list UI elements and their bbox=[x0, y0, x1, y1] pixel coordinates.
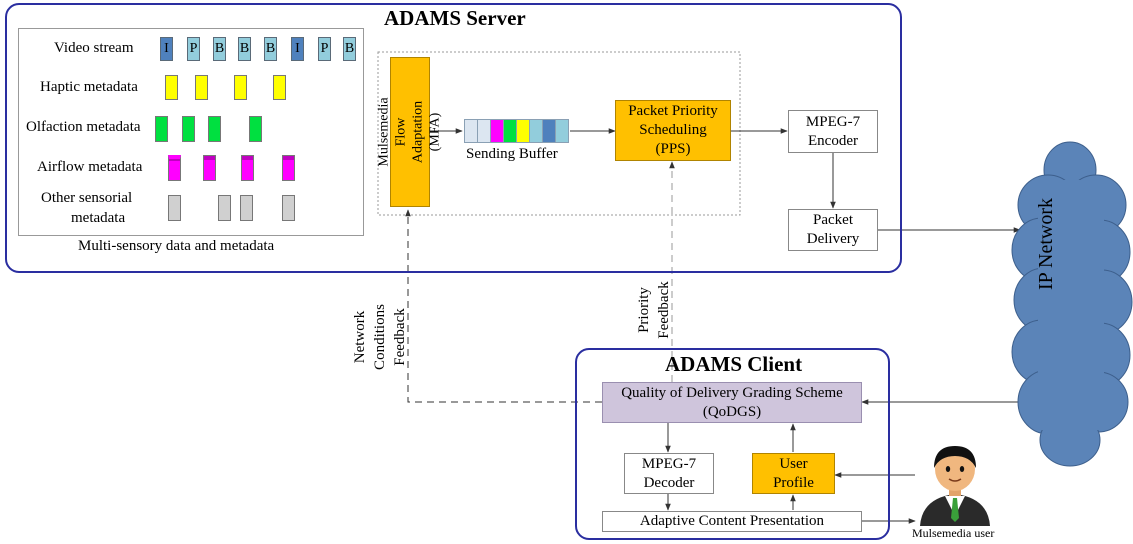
buffer-cell bbox=[464, 119, 478, 143]
sending-buffer-label: Sending Buffer bbox=[466, 146, 558, 162]
airflow-block bbox=[168, 155, 181, 181]
priority-feedback-label: Priority Feedback bbox=[634, 270, 674, 350]
mpeg7-encoder-box: MPEG-7 Encoder bbox=[788, 110, 878, 153]
client-frame bbox=[575, 348, 890, 540]
row-label-haptic: Haptic metadata bbox=[40, 79, 138, 95]
encoder-line-1: MPEG-7 bbox=[805, 113, 861, 130]
qodgs-box: Quality of Delivery Grading Scheme (QoDG… bbox=[602, 382, 862, 423]
pf-line-2: Feedback bbox=[656, 281, 672, 339]
mpeg7-decoder-box: MPEG-7 Decoder bbox=[624, 453, 714, 494]
network-conditions-feedback-line bbox=[405, 209, 602, 403]
decoder-line-1: MPEG-7 bbox=[641, 455, 697, 472]
profile-line-2: Profile bbox=[773, 474, 814, 491]
other-sensorial-block bbox=[168, 195, 181, 221]
user-label: Mulsemedia user bbox=[912, 526, 995, 540]
multisensory-panel bbox=[18, 28, 364, 236]
buffer-cell bbox=[529, 119, 543, 143]
pps-line-2: Scheduling bbox=[639, 122, 707, 138]
buffer-cell bbox=[477, 119, 491, 143]
delivery-line-1: Packet bbox=[813, 212, 853, 228]
row-label-other-2: metadata bbox=[71, 210, 126, 226]
row-label-video: Video stream bbox=[54, 40, 134, 56]
qodgs-line-1: Quality of Delivery Grading Scheme bbox=[621, 384, 843, 401]
video-frame-P: P bbox=[187, 37, 200, 61]
airflow-block bbox=[241, 155, 254, 181]
haptic-block bbox=[195, 75, 208, 100]
video-frame-I: I bbox=[160, 37, 173, 61]
olfaction-block bbox=[182, 116, 195, 142]
other-sensorial-block bbox=[240, 195, 253, 221]
profile-line-1: User bbox=[779, 455, 808, 472]
nc-line-1: Network bbox=[352, 310, 368, 364]
haptic-block bbox=[234, 75, 247, 100]
user-icon bbox=[920, 446, 990, 526]
buffer-cell bbox=[516, 119, 530, 143]
video-frame-B: B bbox=[238, 37, 251, 61]
video-frame-B: B bbox=[264, 37, 277, 61]
pps-line-1: Packet Priority bbox=[628, 103, 718, 119]
decoder-line-2: Decoder bbox=[643, 474, 695, 491]
airflow-block bbox=[282, 155, 295, 181]
nc-line-2: Conditions bbox=[372, 304, 388, 370]
video-frame-B: B bbox=[213, 37, 226, 61]
presentation-label: Adaptive Content Presentation bbox=[639, 513, 825, 529]
row-label-olfaction: Olfaction metadata bbox=[26, 119, 141, 135]
nc-line-3: Feedback bbox=[392, 308, 408, 366]
user-profile-box: User Profile bbox=[752, 453, 835, 494]
row-label-airflow: Airflow metadata bbox=[37, 159, 143, 175]
olfaction-block bbox=[155, 116, 168, 142]
server-frame bbox=[5, 3, 902, 273]
ip-network-cloud bbox=[1011, 141, 1133, 467]
olfaction-block bbox=[249, 116, 262, 142]
buffer-cell bbox=[542, 119, 556, 143]
packet-delivery-box: Packet Delivery bbox=[788, 209, 878, 251]
mfa-box: Mulsemedia Flow Adaptation (MFA) bbox=[377, 57, 443, 207]
pf-line-1: Priority bbox=[636, 287, 652, 333]
processing-area bbox=[377, 51, 741, 216]
olfaction-block bbox=[208, 116, 221, 142]
haptic-block bbox=[273, 75, 286, 100]
multisensory-caption: Multi-sensory data and metadata bbox=[78, 238, 275, 254]
other-sensorial-block bbox=[218, 195, 231, 221]
encoder-line-2: Encoder bbox=[808, 132, 858, 149]
client-title: ADAMS Client bbox=[665, 352, 803, 376]
video-frame-B: B bbox=[343, 37, 356, 61]
adaptive-presentation-box: Adaptive Content Presentation bbox=[602, 511, 862, 532]
row-label-other-1: Other sensorial bbox=[41, 190, 133, 206]
haptic-block bbox=[165, 75, 178, 100]
ip-network-label: IP Network bbox=[1035, 197, 1057, 290]
other-sensorial-block bbox=[282, 195, 295, 221]
video-frame-I: I bbox=[291, 37, 304, 61]
airflow-block bbox=[203, 155, 216, 181]
buffer-cell bbox=[503, 119, 517, 143]
mfa-label: Mulsemedia Flow Adaptation (MFA) bbox=[377, 97, 443, 167]
delivery-line-2: Delivery bbox=[806, 231, 860, 247]
server-title: ADAMS Server bbox=[384, 6, 526, 30]
network-conditions-feedback-label: Network Conditions Feedback bbox=[350, 297, 410, 377]
qodgs-line-2: (QoDGS) bbox=[702, 403, 762, 420]
video-frame-P: P bbox=[318, 37, 331, 61]
pps-line-3: (PPS) bbox=[655, 141, 691, 157]
buffer-cell bbox=[555, 119, 569, 143]
buffer-cell bbox=[490, 119, 504, 143]
pps-box: Packet Priority Scheduling (PPS) bbox=[615, 100, 731, 161]
